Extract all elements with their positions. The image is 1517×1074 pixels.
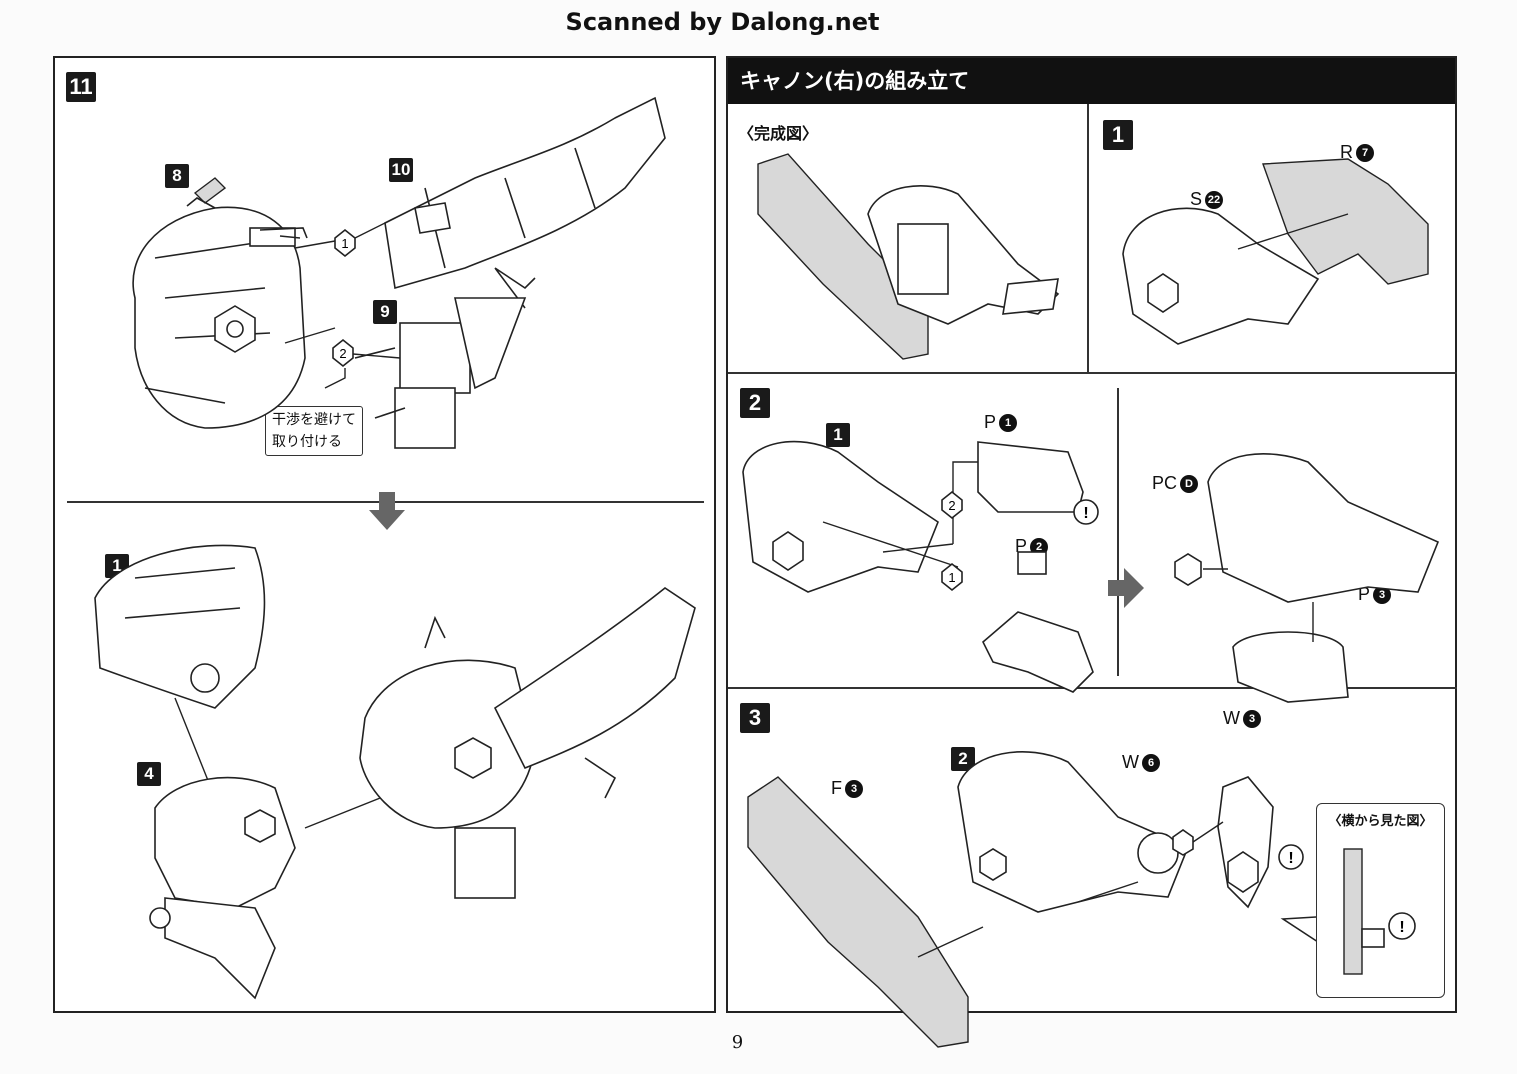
part-p1-number: 1: [999, 414, 1018, 433]
part-number-9: 9: [373, 300, 397, 324]
part-10-drawing: [384, 96, 666, 309]
note-line-1: 干渉を避けて: [272, 412, 356, 428]
step-1-drawing: [1122, 158, 1429, 345]
part-number-4: 4: [137, 762, 161, 786]
step-11-illustration: 1 2: [132, 96, 666, 449]
step-2-number: 2: [740, 388, 770, 418]
divider-h2: [728, 687, 1457, 689]
svg-text:2: 2: [339, 346, 346, 361]
part-p3-number: 3: [1373, 586, 1392, 605]
step-1-number: 1: [1103, 120, 1133, 150]
step-2-drawing: ! 1 2: [742, 440, 1440, 703]
svg-text:1: 1: [948, 570, 955, 585]
svg-text:!: !: [1399, 919, 1404, 936]
warning-icon: !: [1073, 499, 1099, 525]
part-number-8: 8: [165, 164, 189, 188]
svg-text:!: !: [1083, 505, 1088, 522]
assembled-head-drawing: [359, 587, 696, 899]
warning-icon: !: [1278, 844, 1304, 870]
next-arrow-icon: [1108, 568, 1144, 608]
order-marker-1: 1: [334, 228, 356, 258]
head-part-drawing: [132, 206, 308, 429]
part-pcd-number: D: [1180, 475, 1199, 494]
part-4-drawing: [149, 776, 296, 1000]
part-s22-number: 22: [1205, 191, 1224, 210]
step-3-number: 3: [740, 703, 770, 733]
step-11-result-illustration: [94, 544, 696, 1000]
complete-figure-drawing: [757, 153, 1060, 360]
svg-text:2: 2: [948, 498, 955, 513]
step-2-ref-1: 1: [826, 423, 850, 447]
page-header: Scanned by Dalong.net: [565, 8, 880, 36]
part-8-drawing: [186, 177, 301, 239]
step-number: 11: [66, 72, 96, 102]
complete-figure-label: 〈完成図〉: [738, 126, 819, 143]
side-view-title: 〈横から見た図〉: [1328, 814, 1433, 829]
note-line-2: 取り付ける: [272, 434, 342, 450]
page-number: 9: [731, 1032, 744, 1053]
svg-text:!: !: [1288, 850, 1293, 867]
part-w6-number: 6: [1142, 754, 1160, 773]
svg-text:1: 1: [341, 236, 348, 251]
divider-h1: [728, 372, 1457, 374]
part-w3-number: 3: [1243, 710, 1261, 729]
divider-v1: [1087, 104, 1089, 372]
order-marker-2: 2: [941, 490, 963, 520]
divider-v2: [1117, 388, 1119, 676]
step-3-drawing: !: [747, 751, 1319, 1048]
side-view-inset: 〈横から見た図〉 !: [1316, 803, 1445, 998]
order-marker-2: 2: [332, 338, 354, 368]
part-number-10: 10: [389, 158, 413, 182]
assembly-note: 干渉を避けて 取り付ける: [265, 406, 363, 456]
order-marker-1: 1: [941, 562, 963, 592]
step-11-panel: 11 8 10 9 1 4 干渉を避けて 取り付ける 1 2: [53, 56, 716, 1013]
part-1-drawing: [94, 544, 266, 709]
side-view-drawing: !: [1343, 848, 1416, 975]
part-f3-number: 3: [845, 780, 863, 799]
part-r7-number: 7: [1356, 144, 1374, 163]
next-arrow-icon: [369, 492, 405, 530]
part-9-drawing: [354, 297, 527, 449]
panel-title: キャノン(右)の組み立て: [728, 58, 1455, 104]
